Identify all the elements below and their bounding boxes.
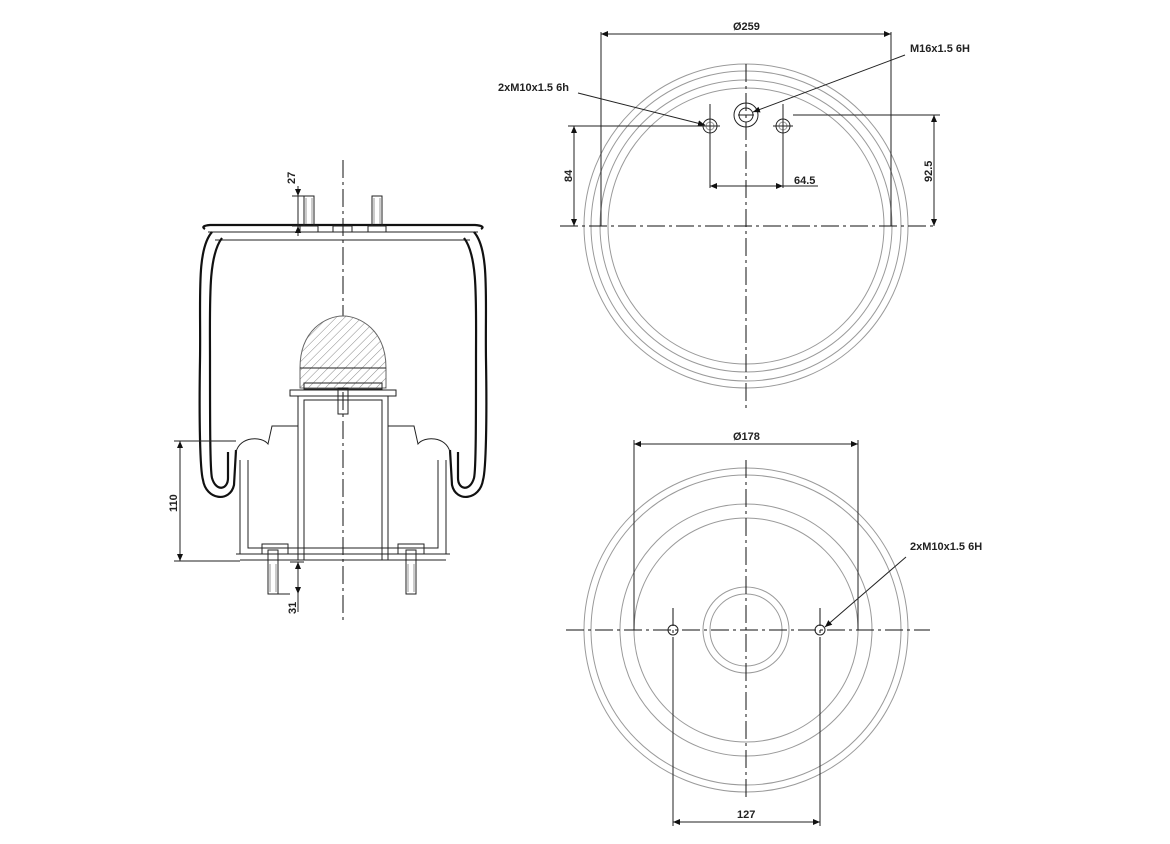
- top-stud-left: [299, 195, 319, 233]
- bellows: [198, 231, 488, 498]
- callout-bottom-threads: 2xM10x1.5 6H: [824, 541, 982, 628]
- dim-127-label: 127: [737, 809, 755, 821]
- dim-piston-height: 110: [168, 440, 240, 562]
- dim-top-diameter: Ø259: [600, 21, 892, 226]
- dim-top-stud: 27: [286, 172, 304, 236]
- bump-stop: [299, 315, 387, 389]
- bottom-stud-right: [405, 549, 417, 595]
- callout-side-threads: 2xM10x1.5 6h: [498, 82, 706, 127]
- dim-92-5-label: 92.5: [923, 161, 935, 182]
- piston: [235, 315, 451, 561]
- dim-right-offset: 92.5: [793, 114, 940, 226]
- dim-178-label: Ø178: [733, 431, 760, 443]
- dim-31-label: 31: [287, 602, 299, 614]
- bottom-view: Ø178 2xM10x1.5 6H 127: [566, 431, 982, 826]
- dim-27-label: 27: [286, 172, 298, 184]
- dim-64-5-label: 64.5: [794, 175, 815, 187]
- side-view: 27 110 31: [168, 160, 488, 622]
- dim-top-spacing: 64.5: [709, 104, 818, 189]
- dim-84-label: 84: [563, 169, 575, 182]
- bottom-stud-left: [267, 549, 279, 595]
- dim-110-label: 110: [168, 494, 180, 512]
- callout-center-thread: M16x1.5 6H: [752, 43, 970, 113]
- dim-bottom-spacing: 127: [672, 650, 821, 826]
- dim-left-offset: 84: [563, 125, 700, 226]
- top-stud-right: [367, 195, 387, 233]
- dim-259-label: Ø259: [733, 21, 760, 33]
- center-thread-label: M16x1.5 6H: [910, 43, 970, 55]
- top-view: Ø259 M16x1.5 6H 2xM10x1.5 6h 84 92.5: [498, 21, 970, 410]
- side-threads-label: 2xM10x1.5 6h: [498, 82, 569, 94]
- top-plate: [202, 223, 484, 241]
- bottom-threads-label: 2xM10x1.5 6H: [910, 541, 982, 553]
- dim-bottom-stud: 31: [278, 561, 304, 614]
